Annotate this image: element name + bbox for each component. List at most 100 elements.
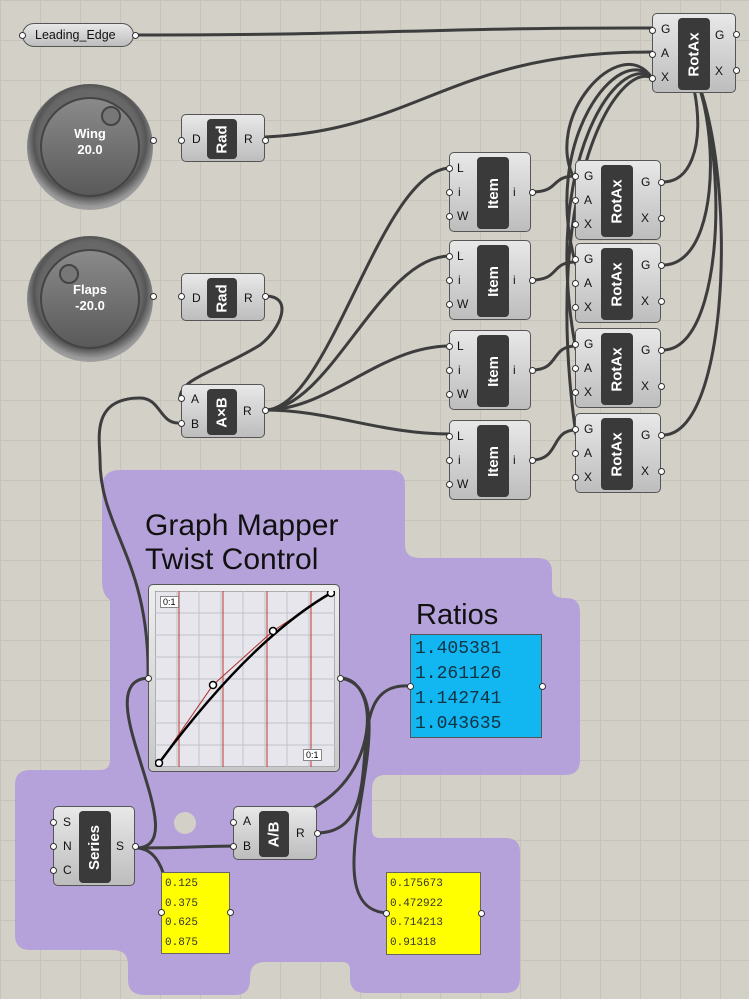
port[interactable] [445,300,453,308]
rotax-x-label: X [584,300,593,314]
rotax-component-3[interactable]: G A X RotAx G X [575,328,661,408]
graph-mapper[interactable]: 0:1 0:1 [148,584,340,772]
item-component-3[interactable]: L i W Item i [449,330,531,410]
series-n-label: N [63,839,72,853]
port[interactable] [177,419,185,427]
port[interactable] [732,30,740,38]
port[interactable] [445,342,453,350]
port[interactable] [445,212,453,220]
port[interactable] [445,432,453,440]
rotax-component-1[interactable]: G A X RotAx G X [575,160,661,240]
item-i-label: i [458,273,461,287]
mapped-output-panel[interactable]: 0.175673 0.472922 0.714213 0.91318 [386,872,481,955]
ratios-panel[interactable]: 1.405381 1.261126 1.142741 1.043635 [410,634,542,738]
port[interactable] [571,364,579,372]
port[interactable] [571,172,579,180]
port[interactable] [406,682,414,690]
port[interactable] [571,279,579,287]
port[interactable] [229,818,237,826]
port[interactable] [571,473,579,481]
item-i-label: i [458,185,461,199]
rad-component-flaps[interactable]: D Rad R [181,273,265,321]
series-output-panel[interactable]: 0.125 0.375 0.625 0.875 [161,872,230,954]
port[interactable] [18,31,26,39]
port[interactable] [382,909,390,917]
port[interactable] [528,188,536,196]
rotax-x-label: X [584,385,593,399]
port[interactable] [445,456,453,464]
port[interactable] [657,261,665,269]
item-out-label: i [513,453,516,467]
port[interactable] [261,136,269,144]
port[interactable] [648,26,656,34]
divide-component[interactable]: A B A/B R [233,806,317,860]
wing-knob[interactable]: Wing 20.0 [27,84,153,210]
port[interactable] [657,382,665,390]
port[interactable] [571,255,579,263]
port[interactable] [149,136,157,144]
port[interactable] [445,480,453,488]
port[interactable] [49,818,57,826]
rotax-component-main[interactable]: G A X RotAx G X [652,13,736,93]
port[interactable] [445,252,453,260]
port[interactable] [657,214,665,222]
port[interactable] [229,842,237,850]
panel-value: 0.625 [165,917,199,929]
port[interactable] [445,390,453,398]
port[interactable] [261,406,269,414]
port[interactable] [336,674,344,682]
port[interactable] [177,292,185,300]
flaps-knob[interactable]: Flaps -20.0 [27,236,153,362]
port[interactable] [571,425,579,433]
port[interactable] [657,346,665,354]
port[interactable] [177,136,185,144]
series-out-label: S [116,839,125,853]
port[interactable] [571,388,579,396]
port[interactable] [571,449,579,457]
port[interactable] [571,220,579,228]
port[interactable] [477,909,485,917]
port[interactable] [657,178,665,186]
port[interactable] [49,842,57,850]
port[interactable] [49,866,57,874]
port[interactable] [571,340,579,348]
multiply-component[interactable]: A B A×B R [181,384,265,438]
port[interactable] [445,164,453,172]
rad-component-wing[interactable]: D Rad R [181,114,265,162]
port[interactable] [648,74,656,82]
rotax-out-x-label: X [641,294,650,308]
port[interactable] [445,188,453,196]
port[interactable] [226,908,234,916]
rotax-title: RotAx [678,18,710,90]
port[interactable] [445,276,453,284]
port[interactable] [571,196,579,204]
port[interactable] [131,842,139,850]
port[interactable] [445,366,453,374]
port[interactable] [571,303,579,311]
item-component-4[interactable]: L i W Item i [449,420,531,500]
item-component-1[interactable]: L i W Item i [449,152,531,232]
port[interactable] [261,292,269,300]
port[interactable] [657,297,665,305]
port[interactable] [538,682,546,690]
port[interactable] [149,292,157,300]
port[interactable] [528,276,536,284]
port[interactable] [528,366,536,374]
port[interactable] [657,467,665,475]
port[interactable] [313,829,321,837]
graph-mapper-plot[interactable] [155,591,335,767]
port[interactable] [131,31,139,39]
rotax-component-2[interactable]: G A X RotAx G X [575,243,661,323]
port[interactable] [144,674,152,682]
leading-edge-param[interactable]: Leading_Edge [22,23,134,47]
port[interactable] [657,431,665,439]
port[interactable] [732,66,740,74]
port[interactable] [157,908,165,916]
item-component-2[interactable]: L i W Item i [449,240,531,320]
port[interactable] [528,456,536,464]
series-component[interactable]: S N C Series S [53,806,135,886]
rotax-component-4[interactable]: G A X RotAx G X [575,413,661,493]
port[interactable] [177,394,185,402]
port[interactable] [648,50,656,58]
